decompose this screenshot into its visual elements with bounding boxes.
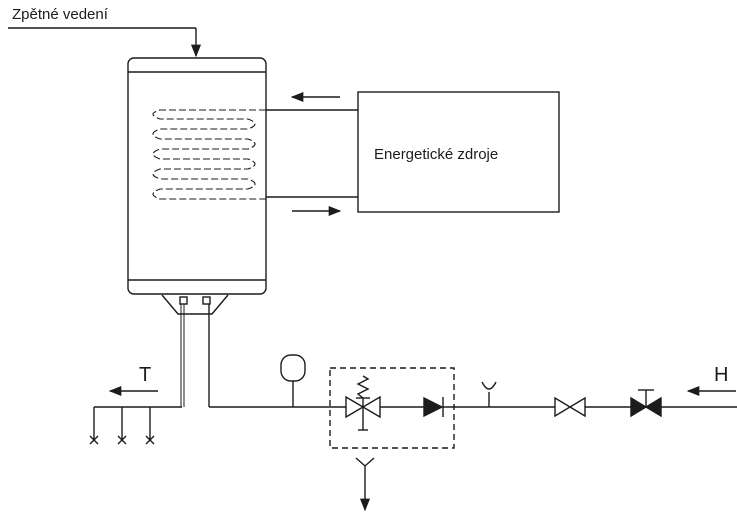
shutoff-valve [630,389,662,418]
expansion-vessel [280,354,306,407]
return-line [8,27,202,58]
stop-valve [554,396,586,418]
test-point [481,381,497,407]
energy-source-box [357,91,560,213]
energy-source-pipes [266,91,358,217]
hot-water-outlet-line [94,304,185,408]
safety-group-box [329,367,455,449]
pressure-relief-valve [345,375,381,431]
drain-funnel [355,457,375,512]
heat-exchanger-coil [152,109,266,200]
hot-water-taps [89,407,155,445]
return-line-label: Zpětné vedení [12,6,108,23]
storage-tank [127,57,267,295]
check-valve [423,396,444,418]
cold-water-label: H [714,364,729,386]
cold-water-inlet-line [208,304,737,408]
energy-sources-label: Energetické zdroje [374,146,499,163]
tank-bottom-flange [161,294,229,315]
hot-water-label: T [139,364,152,386]
